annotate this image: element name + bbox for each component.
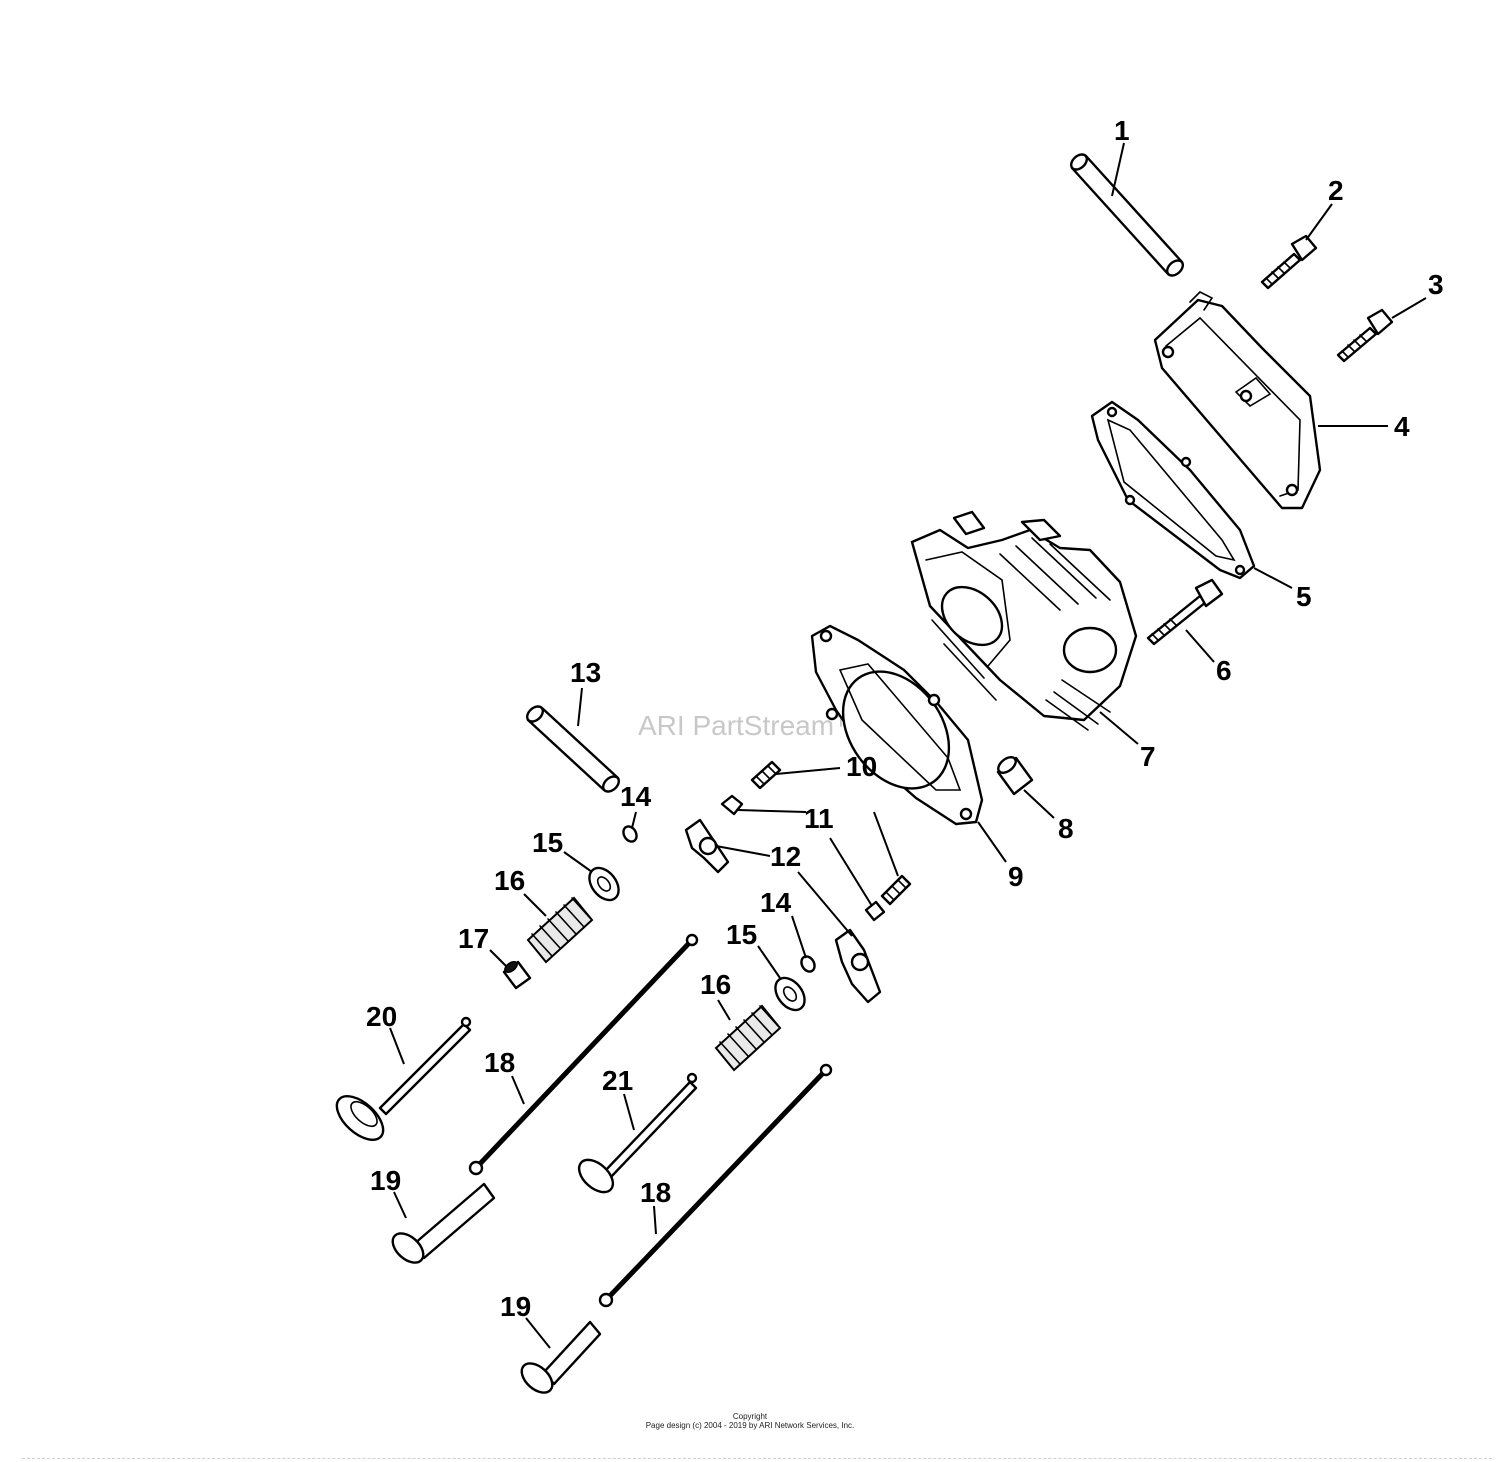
part-20-exhaust-valve[interactable] (329, 1016, 472, 1148)
part-4-valve-cover[interactable] (1153, 291, 1322, 510)
part-10-stud-upper[interactable] (750, 760, 782, 790)
part-2-bolt[interactable] (1260, 234, 1318, 290)
callout-12: 12 (770, 841, 801, 872)
callout-1: 1 (1114, 115, 1130, 146)
part-1-pin[interactable] (1068, 152, 1185, 279)
part-11-nut-upper[interactable] (720, 794, 744, 816)
callout-11: 11 (804, 803, 834, 834)
part-16-spring-lower[interactable] (714, 1004, 782, 1072)
callout-8: 8 (1058, 813, 1074, 844)
part-5-gasket[interactable] (1090, 400, 1256, 580)
callout-21: 21 (602, 1065, 633, 1096)
callout-13: 13 (570, 657, 601, 688)
callout-5: 5 (1296, 581, 1312, 612)
callout-6: 6 (1216, 655, 1232, 686)
copyright-line-1: Copyright (732, 1412, 768, 1421)
part-11-nut-lower[interactable] (864, 900, 886, 922)
part-12-rocker-arm-lower[interactable] (834, 928, 882, 1004)
part-19-tappet-lower[interactable] (516, 1320, 602, 1398)
callout-18a: 18 (484, 1047, 515, 1078)
part-3-bolt[interactable] (1336, 308, 1394, 363)
copyright-notice: Copyright Page design (c) 2004 - 2019 by… (0, 1412, 1500, 1430)
part-14-keeper-lower[interactable] (799, 954, 817, 974)
part-18-push-rod-upper[interactable] (468, 933, 699, 1176)
callout-15a: 15 (532, 827, 563, 858)
part-15-retainer-lower[interactable] (769, 972, 810, 1015)
part-7-cylinder-head[interactable] (910, 510, 1138, 731)
part-12-rocker-arm-upper[interactable] (684, 818, 730, 874)
callout-20: 20 (366, 1001, 397, 1032)
part-8-dowel[interactable] (995, 754, 1034, 796)
callout-2: 2 (1328, 175, 1344, 206)
callout-7: 7 (1140, 741, 1156, 772)
part-21-intake-valve[interactable] (573, 1072, 698, 1198)
callout-3: 3 (1428, 269, 1444, 300)
part-13-pin[interactable] (524, 704, 621, 795)
callout-4: 4 (1394, 411, 1410, 442)
callout-labels: 1 2 3 4 5 6 7 8 9 10 11 12 13 14 14 15 1… (366, 115, 1444, 1322)
callout-16b: 16 (700, 969, 731, 1000)
callout-19a: 19 (370, 1165, 401, 1196)
callout-9: 9 (1008, 861, 1024, 892)
part-10-stud-lower[interactable] (880, 874, 912, 906)
callout-17: 17 (458, 923, 489, 954)
callout-14b: 14 (760, 887, 792, 918)
callout-19b: 19 (500, 1291, 531, 1322)
watermark-text: ARI PartStream™ (638, 710, 862, 741)
part-14-keeper-upper[interactable] (621, 824, 639, 844)
part-6-bolt[interactable] (1146, 578, 1224, 646)
part-19-tappet-upper[interactable] (387, 1182, 496, 1268)
part-17-stem-seal[interactable] (502, 960, 532, 990)
part-9-head-gasket[interactable] (810, 624, 984, 826)
copyright-line-2: Page design (c) 2004 - 2019 by ARI Netwo… (645, 1421, 855, 1430)
callout-10: 10 (846, 751, 877, 782)
part-15-retainer-upper[interactable] (583, 862, 624, 905)
callout-15b: 15 (726, 919, 757, 950)
part-16-spring-upper[interactable] (526, 896, 594, 964)
callout-18b: 18 (640, 1177, 671, 1208)
bottom-divider (22, 1458, 1492, 1459)
callout-14a: 14 (620, 781, 652, 812)
part-18-push-rod-lower[interactable] (598, 1063, 833, 1308)
callout-16a: 16 (494, 865, 525, 896)
leader-lines (389, 142, 1427, 1349)
